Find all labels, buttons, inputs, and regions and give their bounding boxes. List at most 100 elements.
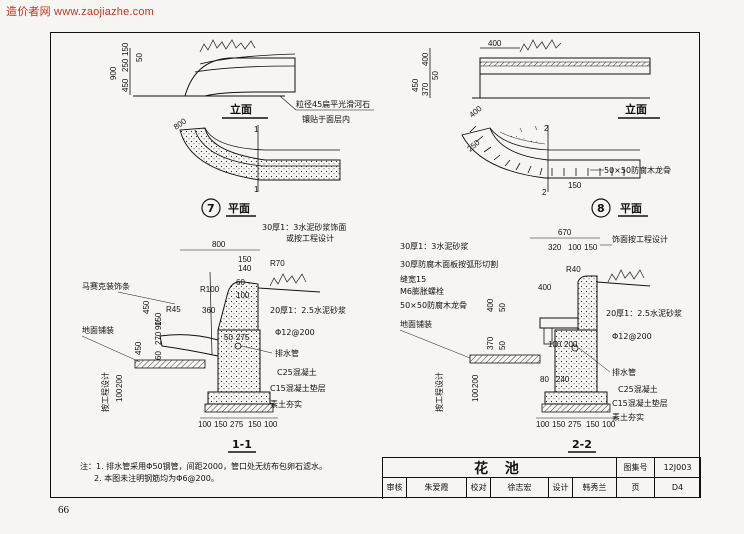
s2-label-ground: 地面铺装 (400, 319, 432, 329)
s2-dim-150: 150 (584, 243, 598, 252)
s2-dim-670: 670 (558, 228, 572, 237)
s1-dim-b275: 275 (230, 420, 244, 429)
s2-dim-200: 200 (564, 340, 578, 349)
s1-label-mortar: 20厚1：2.5水泥砂浆 (270, 305, 346, 315)
watermark: 造价者网 www.zaojiazhe.com (6, 6, 155, 18)
view7-plan: 1 1 800 7 平面 (172, 116, 341, 218)
s1-dim-450b: 450 (134, 341, 143, 355)
v7-plan-title: 平面 (228, 202, 250, 215)
s1-dim-b100b: 100 (264, 420, 278, 429)
view7-elevation: 900 450 250 150 50 粒径45扁平光滑河石 镶贴于面层内 立面 (109, 39, 374, 124)
view8-plan: 400 250 2 2 150 50×50防腐木龙骨 8 平面 (461, 104, 671, 218)
v8-dim-400-top: 400 (488, 39, 502, 48)
s2-dim-370: 370 (486, 336, 495, 350)
s2-dim-b100b: 100 (602, 420, 616, 429)
s1-dim-800: 800 (212, 240, 226, 249)
drawing-frame (50, 32, 700, 498)
v7-dim-450: 450 (121, 78, 130, 92)
s2-label-drain: 排水管 (612, 367, 636, 377)
set-label: 图集号 (617, 458, 655, 477)
s2-dim-400a: 400 (538, 283, 552, 292)
s2-dim-50a: 50 (498, 303, 507, 312)
s2-label-mortar2: 20厚1：2.5水泥砂浆 (606, 308, 682, 318)
s2-dim-200b: 200 (471, 374, 480, 388)
v8-dim-400-plan: 400 (468, 104, 484, 120)
s2-label-rebar: Φ12@200 (612, 332, 652, 341)
check-label: 校对 (467, 478, 491, 497)
s1-dim-50: 50 (224, 333, 233, 342)
designer: 韩秀兰 (573, 478, 617, 497)
design-label: 设计 (549, 478, 573, 497)
s2-label-mortar1: 30厚1：3水泥砂浆 (400, 241, 468, 251)
s1-dim-r45: R45 (166, 305, 181, 314)
s2-dim-b275: 275 (568, 420, 582, 429)
review-label: 审核 (383, 478, 407, 497)
s2-dim-100c: 100 (471, 388, 480, 402)
s2-dim-b150b: 150 (586, 420, 600, 429)
s1-label-c25: C25混凝土 (277, 367, 317, 377)
s1-label-rebar: Φ12@200 (275, 328, 315, 337)
v7-callout-stone: 粒径45扁平光滑河石 (296, 99, 370, 109)
s1-dim-270: 270 (154, 331, 163, 345)
s2-label-design: 按工程设计 (434, 372, 444, 412)
s2-dim-240: 240 (556, 375, 570, 384)
s1-dim-140: 140 (238, 264, 252, 273)
s2-dim-50b: 50 (498, 341, 507, 350)
s1-dim-360: 360 (202, 306, 216, 315)
page-label: 页 (617, 478, 655, 497)
v8-cut-2a: 2 (544, 124, 549, 133)
v8-callout-joist: 50×50防腐木龙骨 (604, 165, 671, 175)
s2-label-gap: 缝宽15 (400, 274, 426, 284)
s2-dim-320: 320 (548, 243, 562, 252)
notes: 注：1. 排水管采用Φ50钢管，间距2000，管口处无纺布包卵石滤水。 2. 本… (80, 461, 327, 485)
s1-dim-100a: 100 (115, 388, 124, 402)
section-2-2: 670 320 100 150 R40 400 400 50 100 200 3… (399, 228, 682, 453)
s2-dim-80: 80 (540, 375, 549, 384)
v8-dim-400: 400 (421, 52, 430, 66)
v7-elevation-title: 立面 (230, 102, 252, 116)
note-2: 2. 本图未注明钢筋均为Φ6@200。 (94, 474, 219, 483)
set-no: 12J003 (655, 458, 701, 477)
reviewer: 朱爱霞 (407, 478, 467, 497)
v8-dim-250: 250 (466, 138, 482, 154)
s2-dim-b100a: 100 (536, 420, 550, 429)
s1-label-soil: 素土夯实 (270, 399, 302, 409)
section-1-1: 800 150 140 R70 R100 60 100 450 R45 360 … (81, 222, 346, 453)
s1-dim-90: 90 (154, 321, 163, 330)
v8-dim-150: 150 (568, 181, 582, 190)
s2-dim-r40: R40 (566, 265, 581, 274)
v8-elevation-title: 立面 (625, 102, 647, 116)
s2-dim-100: 100 (568, 243, 582, 252)
s2-dim-100b: 100 (548, 340, 562, 349)
s1-dim-100: 100 (236, 291, 250, 300)
s1-dim-r70: R70 (270, 259, 285, 268)
v7-callout-stone2: 镶贴于面层内 (302, 114, 350, 124)
page-code: D4 (655, 478, 701, 497)
drawing-name: 花 池 (383, 458, 617, 477)
s1-dim-200: 200 (115, 374, 124, 388)
v8-dim-370: 370 (421, 82, 430, 96)
s1-label-ground: 地面铺装 (82, 325, 114, 335)
v8-dim-450: 450 (411, 78, 420, 92)
v7-dim-900: 900 (109, 66, 118, 80)
s2-dim-b150a: 150 (552, 420, 566, 429)
s1-label-finish: 30厚1：3水泥砂浆饰面 (262, 222, 346, 232)
v7-dim-50: 50 (135, 53, 144, 62)
s1-dim-150: 150 (238, 255, 252, 264)
s2-label-c25: C25混凝土 (618, 384, 658, 394)
s2-label-joist: 50×50防腐木龙骨 (400, 300, 467, 310)
v7-circle-no: 7 (207, 202, 215, 215)
s1-dim-150b: 150 (154, 312, 163, 326)
v8-cut-2b: 2 (542, 188, 547, 197)
s2-label-soil: 素土夯实 (612, 412, 644, 422)
checker: 徐志宏 (491, 478, 549, 497)
page-number: 66 (58, 504, 69, 516)
s1-dim-r100: R100 (200, 285, 220, 294)
v7-dim-250: 250 (121, 58, 130, 72)
s1-title: 1-1 (232, 438, 252, 451)
s1-label-mosaic: 马赛克装饰条 (82, 281, 130, 291)
s1-dim-b150b: 150 (248, 420, 262, 429)
s1-dim-60: 60 (154, 351, 163, 360)
s1-label-design: 按工程设计 (100, 372, 110, 412)
